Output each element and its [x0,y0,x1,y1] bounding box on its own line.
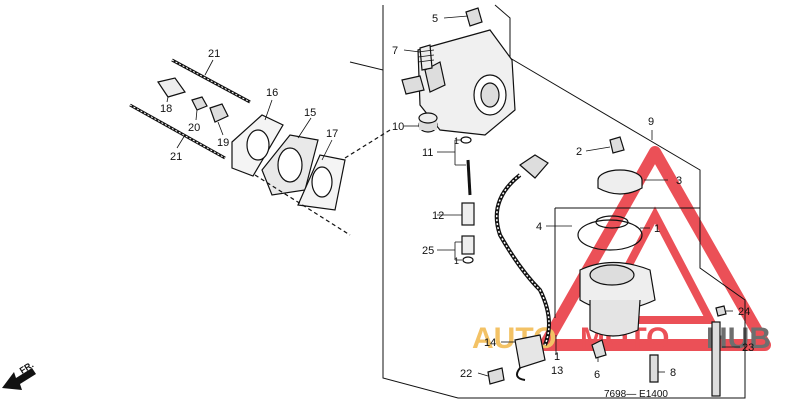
stud-lower [129,103,226,160]
callout-10: 10 [392,121,404,133]
fitting-19 [209,103,229,123]
diagram-code: 7698— E1400 [604,389,668,400]
float-bowl-group [577,136,727,397]
callout-12: 12 [432,210,444,222]
jet-12 [461,202,475,226]
callout-15: 15 [304,107,316,119]
float-9-side [597,180,643,195]
assembly-frame [349,4,746,399]
left-group [129,58,391,236]
callout-24: 24 [738,306,750,318]
leader-lines [166,15,740,377]
cap-10 [418,112,438,133]
frame-link-left [349,61,384,71]
wire-harness [494,173,551,346]
callout-2: 2 [576,146,582,158]
bowl-oring [595,215,629,229]
screw-2 [609,136,625,154]
callout-18: 18 [160,103,172,115]
screw-5 [465,7,483,27]
screw-6 [591,339,607,359]
clip-24 [715,305,727,317]
tube-23 [711,321,721,397]
callout-7: 7 [392,45,398,57]
bowl-gasket [577,219,643,251]
jet-column [460,136,475,264]
callouts: 21 18 20 19 21 16 15 17 5 7 10 1 11 12 2… [160,13,754,381]
callout-17: 17 [326,128,338,140]
gasket-16-hole [246,129,270,161]
frame-outline [382,4,746,399]
solenoid-14 [514,334,546,369]
wire-connector [519,154,549,179]
oring-lower [462,256,474,264]
watermark-triangle [539,146,771,351]
carb-side-port [424,61,446,93]
callout-1-bowl: 1 [654,223,660,235]
callout-21-lower: 21 [170,151,182,163]
carburetor-body [401,7,516,136]
callout-1-lower: 1 [454,256,459,266]
bracket-18 [157,77,186,98]
callout-25: 25 [422,245,434,257]
fr-arrow-icon [2,368,36,390]
callout-9: 9 [648,116,654,128]
callout-14: 14 [484,337,496,349]
bowl-4-body [589,299,641,337]
screw-7 [419,44,433,71]
carb-lever [401,75,425,95]
callout-20: 20 [188,122,200,134]
callout-3: 3 [676,175,682,187]
needle-11 [466,159,472,196]
screw-22 [487,367,505,385]
insulator-15-hole [277,147,303,183]
callout-11: 11 [422,147,433,159]
callout-21-upper: 21 [208,48,220,60]
nut-20 [191,96,208,111]
front-direction-arrow: FR. [2,360,36,390]
callout-6: 6 [594,369,600,381]
callout-8: 8 [670,367,676,379]
jet-25 [461,235,475,255]
callout-23: 23 [742,342,754,354]
gasket-17-hole [311,166,333,198]
callout-5: 5 [432,13,438,25]
guide-lower [254,174,351,236]
callout-16: 16 [266,87,278,99]
callout-19: 19 [217,137,229,149]
callout-13: 13 [551,365,563,377]
solenoid-group [487,154,551,385]
callout-4: 4 [536,221,542,233]
callout-22: 22 [460,368,472,380]
callout-1-bottom: 1 [554,351,560,363]
oring-upper [460,136,472,144]
guide-upper [344,129,391,159]
callout-1-upper: 1 [454,136,459,146]
bolt-8 [649,354,659,383]
